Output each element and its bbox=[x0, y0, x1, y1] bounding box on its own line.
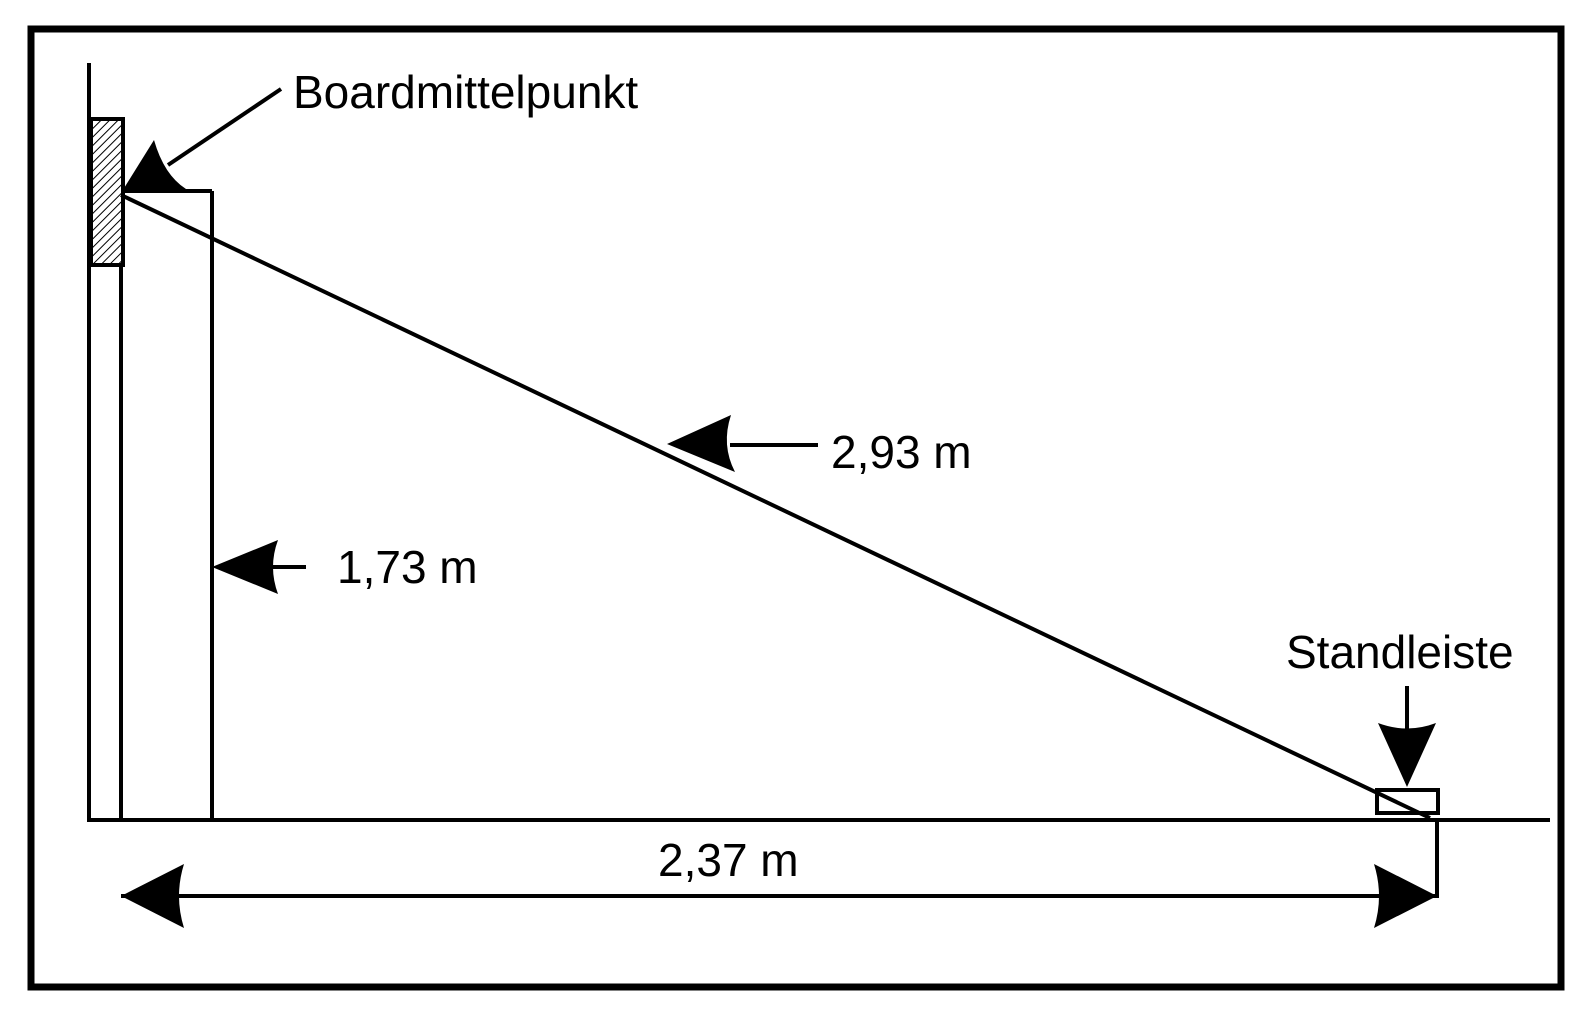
outer-frame bbox=[27, 25, 1565, 991]
horizontal-arrow-left bbox=[121, 864, 184, 928]
diagonal-label: 2,93 m bbox=[831, 426, 972, 478]
diagonal-line bbox=[120, 193, 1431, 820]
height-arrow bbox=[212, 540, 278, 594]
height-label: 1,73 m bbox=[337, 541, 478, 593]
diagonal-arrow bbox=[667, 415, 735, 472]
horizontal-label: 2,37 m bbox=[658, 834, 799, 886]
oche-marker bbox=[1375, 788, 1440, 815]
oche-label: Standleiste bbox=[1286, 626, 1514, 678]
board-center-label: Boardmittelpunkt bbox=[293, 66, 638, 118]
oche-arrow bbox=[1378, 723, 1436, 787]
board-center-arrow bbox=[121, 140, 186, 193]
horizontal-arrow-right bbox=[1374, 864, 1437, 928]
board-center-leader bbox=[166, 87, 283, 167]
dartboard bbox=[89, 117, 125, 267]
